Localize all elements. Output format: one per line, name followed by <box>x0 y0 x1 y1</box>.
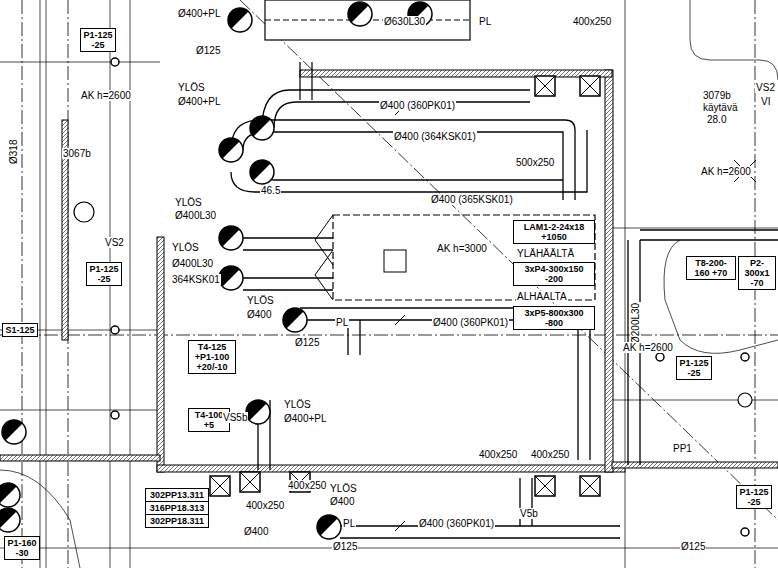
plan-label: 3079b <box>702 90 732 101</box>
plan-label: V5b <box>519 508 539 519</box>
tag-text: P1-125 -25 <box>679 358 709 378</box>
plan-label: Ø400 (360PK01) <box>418 518 495 529</box>
tag-box: T8-200-160 +70 <box>686 256 736 280</box>
plan-label: Ø400 <box>246 309 272 320</box>
plan-label: Ø125 <box>195 45 221 56</box>
plan-label: AK h=2600 <box>700 166 752 177</box>
plan-label: Ø318 <box>8 139 19 165</box>
plan-label: VS2 <box>104 237 125 248</box>
plan-label: 3067b <box>62 148 92 159</box>
tag-text: 3xP5-800x300 -800 <box>516 308 592 328</box>
tag-text: 302PP13.311 <box>148 490 206 500</box>
plan-label: 400x250 <box>572 16 612 27</box>
plan-label: Ø630L30 <box>383 16 426 27</box>
tag-box: 316PP18.313 <box>145 501 209 515</box>
tag-text: 316PP18.313 <box>148 503 206 513</box>
plan-label: YLÄHÄÄLTÄ <box>516 248 575 259</box>
plan-label: PL <box>342 518 356 529</box>
tag-text: P2-300x1 -70 <box>741 258 773 288</box>
tag-text: S1-125 <box>5 325 35 335</box>
tag-box: T4-125 +P1-100 +20/-10 <box>188 340 236 374</box>
tag-box: P1-125 -25 <box>80 28 116 52</box>
plan-label: Ø400 <box>243 526 269 537</box>
plan-label: Ø400 <box>329 496 355 507</box>
plan-label: PL <box>478 16 492 27</box>
tag-text: LAM1-2-24x18 +1050 <box>516 222 592 242</box>
plan-label: 400x250 <box>287 480 327 491</box>
tag-box: P1-160 -30 <box>4 536 40 560</box>
tag-box: 3xP4-300x150 -200 <box>513 262 595 286</box>
plan-label: YLÖS <box>246 295 275 306</box>
plan-label: 28.0 <box>706 114 727 125</box>
tag-text: T4-125 +P1-100 +20/-10 <box>191 342 233 372</box>
plan-label: Ø400+PL <box>283 413 328 424</box>
plan-label: Ø400+PL <box>177 96 222 107</box>
plan-label: Ø400 (364KSK01) <box>393 131 477 142</box>
plan-label: AK h=2600 <box>622 342 674 353</box>
tag-box: 302PP18.311 <box>145 514 209 528</box>
plan-label: VS2 <box>755 82 776 93</box>
plan-label: Ø400L30 <box>174 210 217 221</box>
tag-text: T8-200-160 +70 <box>689 258 733 278</box>
tag-box: 302PP13.311 <box>145 488 209 502</box>
plan-label: 500x250 <box>515 157 555 168</box>
tag-box: P1-125 -25 <box>676 356 712 380</box>
plan-label: AK h=3000 <box>436 243 488 254</box>
plan-label: 400x250 <box>478 449 518 460</box>
plan-label: Ø400+PL <box>177 8 222 19</box>
plan-label: Ø400 (360PK01) <box>432 317 509 328</box>
plan-label: Ø400 (365KSK01) <box>430 194 514 205</box>
tag-text: P1-125 -25 <box>89 264 119 284</box>
plan-label: 400x250 <box>530 449 570 460</box>
plan-label: AK h=2600 <box>80 90 132 101</box>
plan-label: Ø400L30 <box>171 258 214 269</box>
plan-label: Ø400 (360PK01) <box>379 100 456 111</box>
tag-text: 3xP4-300x150 -200 <box>516 264 592 284</box>
plan-label: YLÖS <box>171 242 200 253</box>
tag-text: P1-125 -25 <box>83 30 113 50</box>
tag-box: LAM1-2-24x18 +1050 <box>513 220 595 244</box>
plan-label: YLÖS <box>177 82 206 93</box>
plan-label: Ø125 <box>332 541 358 552</box>
plan-label: Ø125 <box>680 541 706 552</box>
plan-label: PP1 <box>672 443 693 454</box>
plan-label: Ø200L30 <box>630 302 641 345</box>
plan-label: 46.5 <box>260 185 281 196</box>
plan-label: VI <box>760 96 771 107</box>
plan-label: YLÖS <box>174 197 203 208</box>
plan-label: PL <box>335 317 349 328</box>
plan-label: 400x250 <box>245 500 285 511</box>
tag-text: P1-125 -25 <box>739 487 769 507</box>
tag-box: S1-125 <box>2 323 38 337</box>
tag-box: P1-125 -25 <box>86 262 122 286</box>
plan-label: YLÖS <box>329 483 358 494</box>
plan-label: 364KSK01 <box>171 274 221 285</box>
tag-box: 3xP5-800x300 -800 <box>513 306 595 330</box>
plan-label: YLÖS <box>283 399 312 410</box>
tag-text: P1-160 -30 <box>7 538 37 558</box>
plan-label: VS5b <box>222 412 248 423</box>
plan-label: ALHAALTA <box>516 291 568 302</box>
tag-text: 302PP18.311 <box>148 516 206 526</box>
plan-label: käytävä <box>702 102 738 113</box>
tag-box: P1-125 -25 <box>736 485 772 509</box>
plan-label: Ø125 <box>294 337 320 348</box>
tag-box: P2-300x1 -70 <box>738 256 776 290</box>
